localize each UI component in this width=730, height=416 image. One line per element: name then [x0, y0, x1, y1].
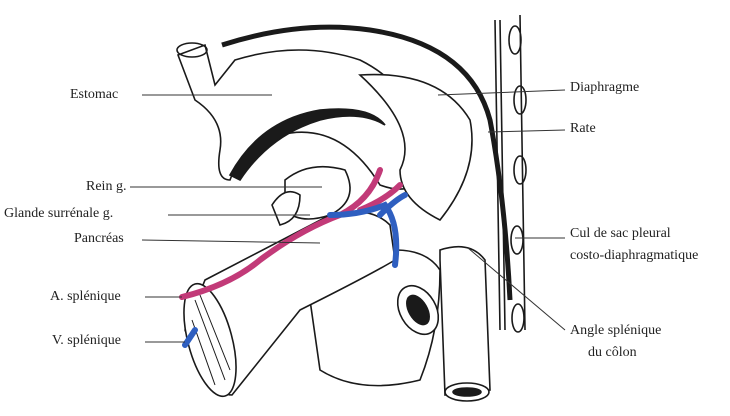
kidney — [284, 165, 351, 220]
label-angle-splenique-2: du côlon — [588, 345, 637, 360]
spleen — [358, 73, 473, 222]
label-cul-de-sac-1: Cul de sac pleural — [570, 226, 671, 241]
label-veine-splenique: V. splénique — [52, 333, 121, 348]
label-pancreas: Pancréas — [74, 231, 124, 246]
splenic-artery — [179, 167, 403, 300]
label-diaphragme: Diaphragme — [570, 80, 640, 95]
label-rein: Rein g. — [86, 179, 127, 194]
label-glande-surrenale: Glande surrénale g. — [4, 206, 114, 221]
label-artere-splenique: A. splénique — [50, 289, 121, 304]
label-estomac: Estomac — [70, 87, 119, 102]
label-angle-splenique-1: Angle splénique — [570, 323, 662, 338]
label-cul-de-sac-2: costo-diaphragmatique — [570, 248, 699, 263]
adrenal — [271, 190, 301, 226]
colon — [439, 245, 491, 396]
splenic-vein — [182, 192, 408, 348]
label-rate: Rate — [570, 121, 596, 136]
